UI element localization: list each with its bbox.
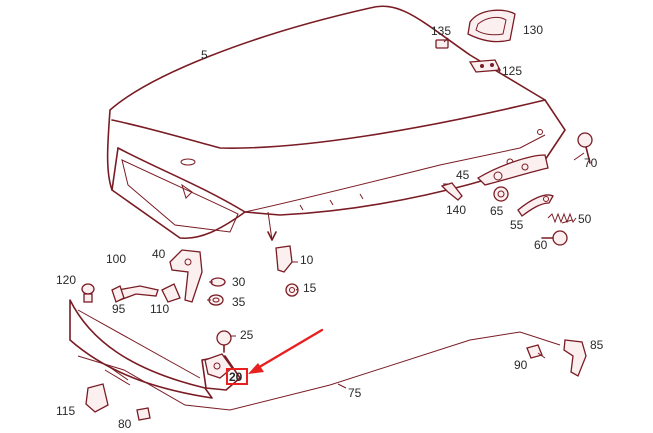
part-90-clip — [526, 344, 543, 359]
label-30: 30 — [232, 275, 246, 289]
label-25: 25 — [240, 328, 254, 342]
highlight-arrow — [254, 328, 324, 371]
part-55-link — [517, 194, 554, 217]
label-120: 120 — [56, 273, 76, 287]
part-85-release-handle — [563, 339, 587, 377]
label-15: 15 — [303, 281, 317, 295]
label-5: 5 — [201, 48, 208, 62]
label-10: 10 — [300, 253, 314, 267]
label-40: 40 — [152, 247, 166, 261]
label-55: 55 — [510, 218, 524, 232]
part-120-buffer — [81, 283, 95, 303]
highlight-box — [226, 368, 248, 385]
part-140-bracket — [440, 182, 463, 201]
label-70: 70 — [584, 156, 598, 170]
part-50-spring — [547, 212, 577, 224]
part-115-bracket — [85, 383, 109, 413]
part-40-lock-bracket — [169, 249, 203, 303]
part-25-bolt — [216, 330, 232, 353]
label-130: 130 — [523, 23, 543, 37]
part-125-bracket — [468, 59, 502, 73]
label-80: 80 — [118, 417, 132, 431]
label-65: 65 — [490, 204, 504, 218]
label-110: 110 — [150, 302, 169, 316]
label-35: 35 — [232, 295, 246, 309]
part-135-clip — [435, 39, 449, 49]
part-35-washer — [208, 294, 224, 306]
label-135: 135 — [431, 24, 451, 38]
label-50: 50 — [578, 212, 592, 226]
part-15-nut — [285, 283, 299, 297]
label-140: 140 — [446, 203, 466, 217]
part-130-handle — [467, 9, 516, 43]
part-labels: 5 135 130 125 70 45 140 65 50 55 60 100 … — [56, 23, 604, 431]
part-65-nut — [493, 186, 509, 202]
part-110-bracket — [161, 283, 181, 303]
label-85: 85 — [590, 338, 604, 352]
leader-lines — [207, 37, 585, 389]
part-30-washer — [210, 277, 226, 287]
part-70-bolt — [577, 132, 593, 164]
label-100: 100 — [106, 252, 126, 266]
part-80-clip — [136, 407, 151, 421]
part-10-striker — [275, 245, 293, 273]
part-95-bolt — [111, 285, 125, 303]
label-45: 45 — [456, 168, 470, 182]
label-60: 60 — [534, 238, 548, 252]
label-115: 115 — [56, 404, 75, 418]
label-20: 20 — [229, 370, 243, 384]
highlight-arrowhead — [248, 363, 264, 374]
hinge-assembly — [476, 154, 549, 186]
highlight-part-20: 20 — [226, 328, 324, 385]
part-60-bolt — [541, 230, 568, 246]
part-75-release-cable — [77, 331, 561, 411]
label-75: 75 — [348, 386, 362, 400]
label-95: 95 — [112, 302, 126, 316]
label-125: 125 — [502, 64, 522, 78]
label-90: 90 — [514, 358, 528, 372]
